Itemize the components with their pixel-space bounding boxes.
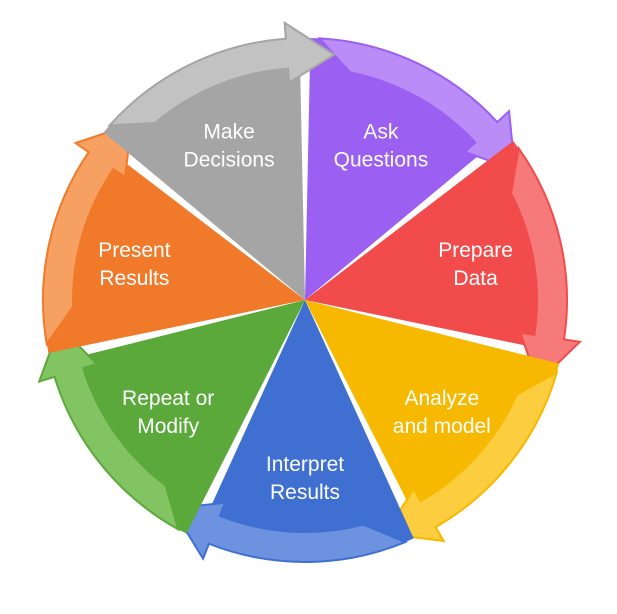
arrow-icon xyxy=(383,370,559,543)
segment-label-line: and model xyxy=(393,415,491,438)
segment-label-line: Data xyxy=(453,267,498,290)
wedge xyxy=(42,140,305,353)
segment-label-line: Results xyxy=(99,267,169,290)
segment-label-line: Questions xyxy=(334,148,429,171)
segment-label-line: Results xyxy=(270,481,340,504)
arrow-icon xyxy=(107,20,337,127)
segment-label-line: Analyze xyxy=(404,387,479,410)
segment-label-line: Repeat or xyxy=(122,387,214,410)
wedge xyxy=(196,300,414,562)
segment-label-line: Make xyxy=(203,120,254,143)
segment-label-line: Prepare xyxy=(438,239,513,262)
segment-analyze-and-model: Analyze and model xyxy=(305,300,560,543)
segment-repeat-or-modify: Repeat or Modify xyxy=(37,300,306,534)
segment-label-line: Ask xyxy=(363,120,399,143)
wedge xyxy=(305,140,567,353)
segment-label-line: Modify xyxy=(137,415,199,438)
arrow-icon xyxy=(37,324,180,532)
arrow-icon xyxy=(170,501,408,563)
segment-label-line: Decisions xyxy=(184,148,275,171)
arrow-icon xyxy=(509,145,582,385)
segment-label: Repeat or Modify xyxy=(122,387,214,438)
arrow-icon xyxy=(42,122,133,347)
arrow-icon xyxy=(317,37,517,172)
segment-label-line: Present xyxy=(98,239,171,262)
segment-label-line: Interpret xyxy=(266,453,344,476)
segment-label: Analyze and model xyxy=(393,387,491,438)
